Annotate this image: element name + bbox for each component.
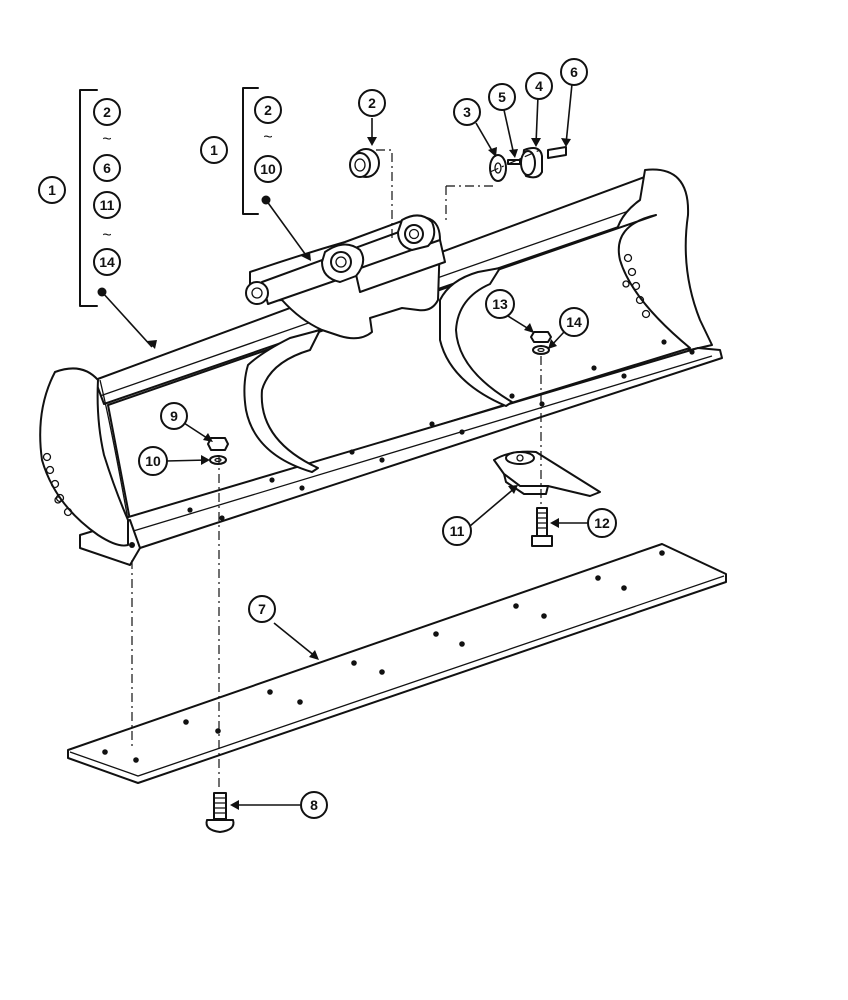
range-separator: ~: [263, 129, 272, 146]
callout-4: 4: [535, 78, 543, 94]
callout-8: 8: [310, 797, 318, 813]
alignment-lines: [131, 149, 542, 790]
callout-14: 14: [566, 314, 582, 330]
pin-retainer-parts: [489, 146, 567, 182]
cutting-edge-blade-icon: [67, 543, 727, 784]
bushing-icon: [349, 148, 380, 178]
callout-label: 1: [48, 182, 56, 198]
nut-icon: [207, 331, 552, 451]
range-separator: ~: [102, 131, 111, 148]
callout-10: 10: [145, 453, 161, 469]
callout-2: 2: [368, 95, 376, 111]
leader-lines: [101, 83, 588, 810]
floor-bolt-holes: [129, 339, 695, 548]
callout-13: 13: [492, 296, 508, 312]
callout-label: 2: [103, 104, 111, 120]
bolt-icon: [205, 792, 235, 833]
callout-11: 11: [450, 523, 465, 539]
bolt-icon: [531, 507, 553, 547]
callout-12: 12: [594, 515, 610, 531]
callout-label: 1: [210, 142, 218, 158]
part-callouts: 2 3 5 4 6 13 14 9 10 11 12 7 8: [138, 58, 617, 819]
callout-label: 10: [260, 161, 276, 177]
loader-bucket-icon: [39, 168, 723, 566]
callout-label: 2: [264, 102, 272, 118]
callout-label: 11: [100, 197, 115, 213]
callout-9: 9: [170, 408, 178, 424]
callout-group-mid: 2 ~ 10 1: [200, 96, 282, 183]
callout-label: 6: [103, 160, 111, 176]
callout-5: 5: [498, 89, 506, 105]
callout-label: 14: [99, 254, 115, 270]
callout-3: 3: [463, 104, 471, 120]
callout-group-left: 2 ~ 6 11 ~ 14 1: [38, 98, 121, 276]
bucket-tooth-icon: [493, 450, 601, 497]
range-separator: ~: [102, 227, 111, 244]
callout-6: 6: [570, 64, 578, 80]
callout-7: 7: [258, 601, 266, 617]
